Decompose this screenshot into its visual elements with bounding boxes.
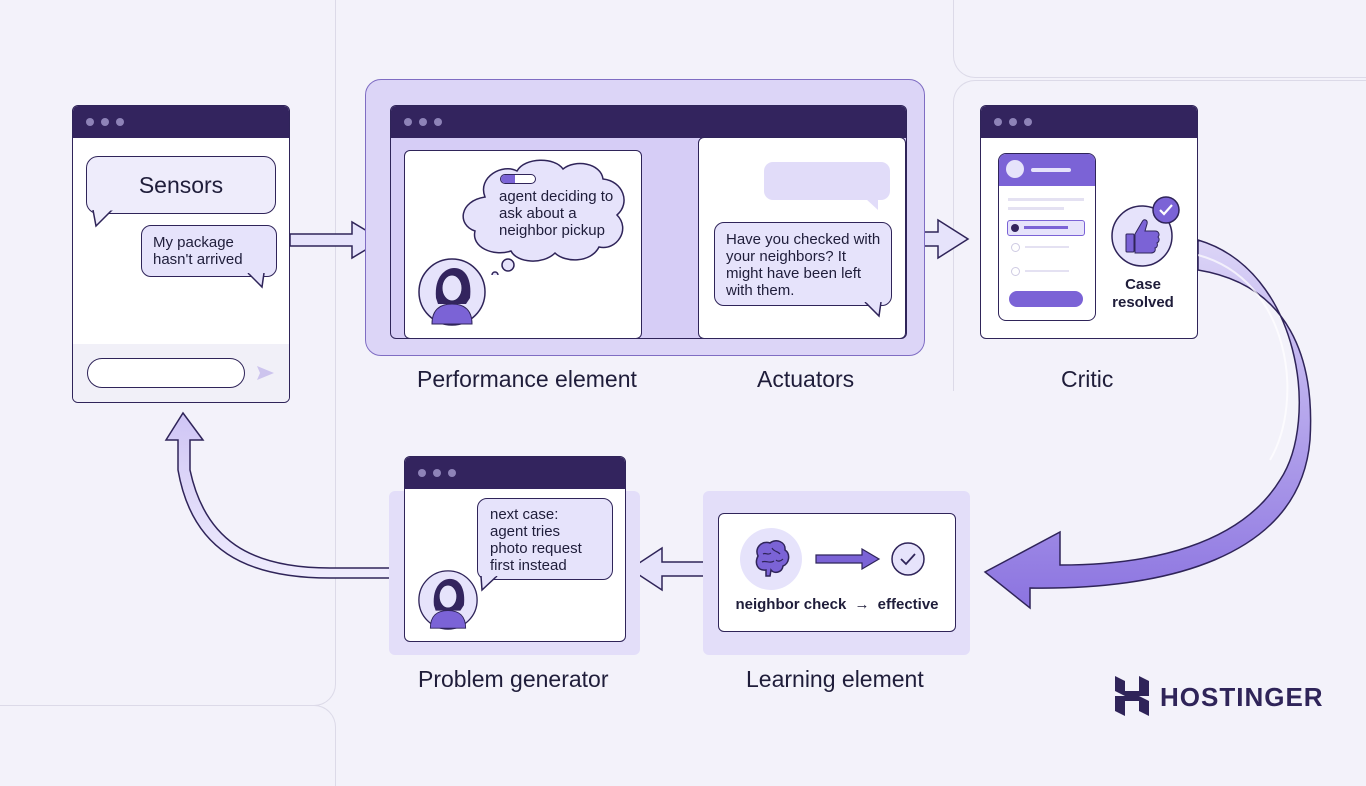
chat-input[interactable]: [87, 358, 245, 388]
check-badge-icon: [1152, 196, 1180, 224]
check-circle-icon: [891, 542, 925, 576]
actuators-reply-bubble: Have you checked with your neighbors? It…: [714, 222, 892, 306]
form-line: [1024, 226, 1068, 229]
learning-label: Learning element: [746, 666, 924, 692]
window-dot: [404, 118, 412, 126]
lesson-arrow: →: [854, 596, 870, 613]
window-dot: [419, 118, 427, 126]
sensors-bubble: Sensors: [86, 156, 276, 214]
window-dot: [448, 469, 456, 477]
bubble-tail: [864, 302, 882, 318]
suggestion-bubble: next case: agent tries photo request fir…: [477, 498, 613, 580]
thumbs-up-icon: [1111, 205, 1173, 267]
case-resolved-text: Case resolved: [1112, 276, 1174, 311]
performance-label: Performance element: [417, 366, 637, 392]
phone-form-header: [999, 154, 1095, 186]
brain-icon: [740, 528, 802, 590]
phone-form: [998, 153, 1096, 321]
arrow-icon: [815, 548, 881, 570]
bg-grid-line: [0, 705, 336, 786]
bubble-tail: [92, 210, 113, 228]
actuators-top-bubble: [764, 162, 890, 200]
brand-name: HOSTINGER: [1160, 682, 1324, 712]
radio-checked-icon: [1011, 224, 1019, 232]
thought-bubble-icon: [462, 159, 625, 275]
progress-pill: [500, 174, 536, 184]
bubble-tail: [247, 273, 265, 289]
radio-icon[interactable]: [1011, 243, 1020, 252]
radio-icon[interactable]: [1011, 267, 1020, 276]
send-icon[interactable]: [255, 363, 275, 383]
window-dot: [433, 469, 441, 477]
user-message-text: My package hasn't arrived: [153, 234, 243, 268]
window-titlebar: [391, 106, 906, 138]
window-dot: [1009, 118, 1017, 126]
window-dot: [994, 118, 1002, 126]
window-dot: [418, 469, 426, 477]
arrow-problem-to-sensors: [164, 411, 405, 579]
window-dot: [1024, 118, 1032, 126]
window-titlebar: [981, 106, 1197, 138]
actuators-reply-text: Have you checked with your neighbors? It…: [726, 231, 881, 299]
form-line: [1025, 270, 1069, 272]
brand-logo-icon: [1115, 676, 1149, 716]
form-line: [1008, 207, 1064, 210]
window-dot: [116, 118, 124, 126]
submit-button[interactable]: [1009, 291, 1083, 307]
window-titlebar: [405, 457, 625, 489]
thought-text: agent deciding to ask about a neighbor p…: [499, 188, 614, 239]
lesson-from: neighbor check: [735, 596, 847, 613]
window-dot: [434, 118, 442, 126]
suggestion-text: next case: agent tries photo request fir…: [490, 506, 582, 574]
agent-avatar-icon: [418, 258, 486, 326]
form-option-selected[interactable]: [1007, 220, 1085, 236]
form-line: [1008, 198, 1084, 201]
lesson-to: effective: [877, 596, 939, 613]
arrow-critic-to-learning: [983, 238, 1312, 610]
bubble-tail: [866, 199, 878, 210]
problem-label: Problem generator: [418, 666, 609, 692]
window-dot: [86, 118, 94, 126]
window-titlebar: [73, 106, 289, 138]
header-line: [1031, 168, 1071, 172]
actuators-label: Actuators: [757, 366, 855, 392]
bg-grid-line: [953, 0, 1366, 78]
profile-circle-icon: [1006, 160, 1024, 178]
user-message-bubble: My package hasn't arrived: [141, 225, 277, 277]
form-line: [1025, 246, 1069, 248]
critic-label: Critic: [1061, 366, 1114, 392]
agent-avatar-icon: [418, 570, 478, 630]
learning-lesson: neighbor check → effective: [720, 596, 954, 613]
sensors-title: Sensors: [138, 172, 224, 198]
window-dot: [101, 118, 109, 126]
bubble-tail: [480, 576, 498, 592]
progress-pill-fill: [501, 175, 515, 183]
